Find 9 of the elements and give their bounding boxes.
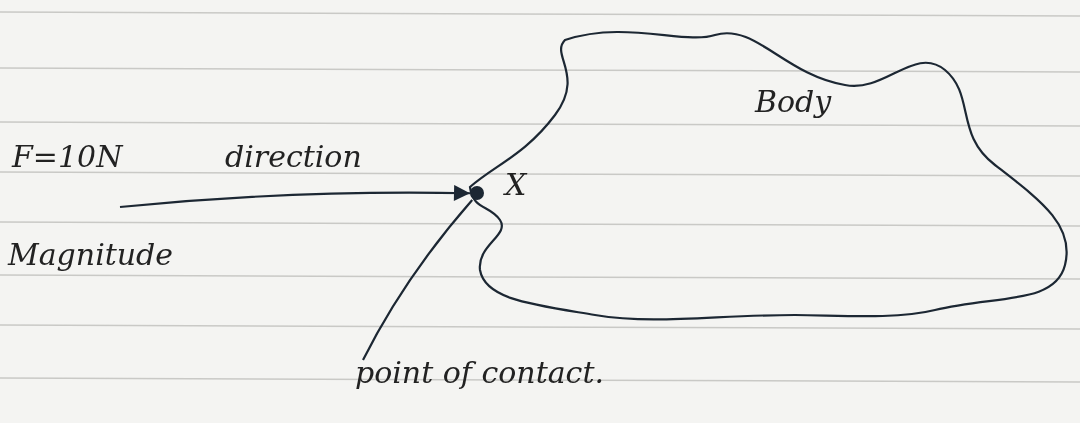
force-arrow bbox=[119, 185, 470, 209]
direction-label: direction bbox=[225, 140, 362, 174]
body-label: Body bbox=[755, 85, 832, 119]
magnitude-label: Magnitude bbox=[8, 238, 174, 272]
leader-line bbox=[362, 199, 474, 361]
point-of-contact-label: point of contact. bbox=[355, 356, 604, 390]
point-label: X bbox=[505, 168, 527, 202]
contact-point-dot bbox=[470, 186, 484, 200]
force-value-label: F=10N bbox=[12, 140, 123, 174]
